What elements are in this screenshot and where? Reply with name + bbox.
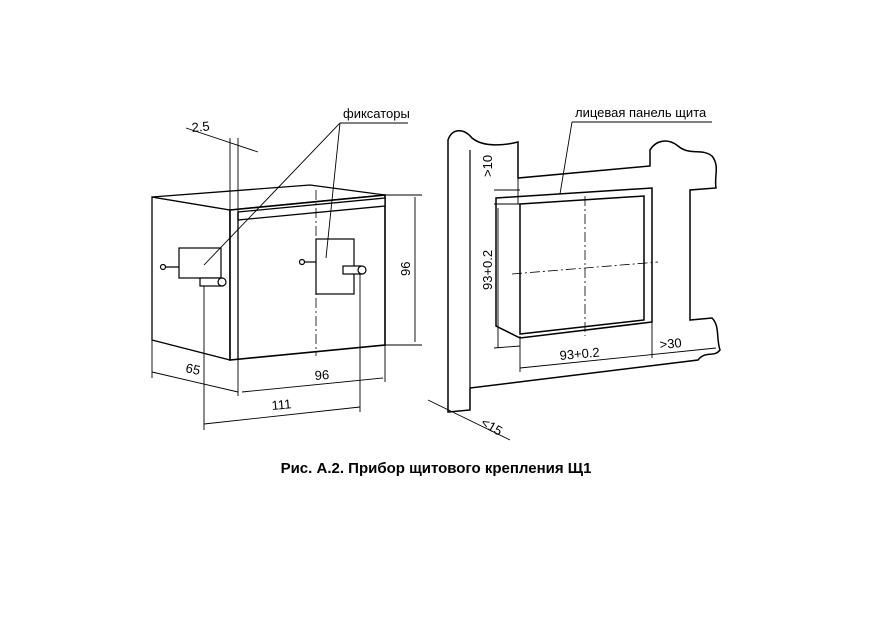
dim-65 xyxy=(151,340,239,396)
figure-caption: Рис. А.2. Прибор щитового крепления Щ1 xyxy=(281,460,592,477)
fixator-leader-left xyxy=(203,122,341,266)
fixators-label: фиксаторы xyxy=(343,106,410,121)
panel-face-label: лицевая панель щита xyxy=(575,105,707,120)
dim-111-text: 111 xyxy=(271,396,292,413)
dim-111-line xyxy=(203,406,361,425)
dim-30-text: >30 xyxy=(659,335,682,352)
front-bezel xyxy=(229,194,386,361)
dim-96-bottom-text: 96 xyxy=(314,367,329,383)
right-fixator-pin-end xyxy=(298,258,306,266)
dim-15-line xyxy=(427,399,511,441)
left-fixator-block xyxy=(178,247,222,279)
dim-111 xyxy=(203,274,361,430)
fixator-leaders xyxy=(203,122,408,266)
right-fixator xyxy=(298,238,367,295)
dim-93-vertical-text: 93+0.2 xyxy=(480,250,495,290)
dim-93-vertical-ext xyxy=(493,345,521,349)
left-fixator-pin-end xyxy=(159,263,167,271)
dim-96-bottom xyxy=(241,345,386,393)
panel-window-inner xyxy=(519,195,645,335)
left-fixator xyxy=(159,247,227,287)
dim-96-side xyxy=(385,194,422,346)
dim-96-side-text: 96 xyxy=(398,262,413,276)
dim-10-text: >10 xyxy=(480,155,495,177)
dim-2-5-text: 2.5 xyxy=(191,118,210,135)
right-fixator-screw-head xyxy=(357,265,367,275)
dim-2-5 xyxy=(185,127,259,212)
device-body xyxy=(151,184,386,361)
panel-leader-line xyxy=(559,121,573,195)
dim-96-bottom-line xyxy=(241,377,384,393)
dim-93-vertical xyxy=(493,208,521,349)
dim-10 xyxy=(494,150,520,205)
dim-15-text: <15 xyxy=(479,415,506,439)
left-fixator-screw-head xyxy=(217,277,227,287)
fixator-leader-right xyxy=(325,122,341,259)
dim-15 xyxy=(427,399,511,441)
panel-leader xyxy=(559,121,712,195)
dim-65-line xyxy=(151,371,239,393)
panel xyxy=(447,130,721,413)
dim-93-horizontal-text: 93+0.2 xyxy=(559,345,600,363)
dim-65-text: 65 xyxy=(184,360,201,378)
panel-centerline-horizontal xyxy=(511,261,659,275)
dim-93-horizontal-line xyxy=(519,347,717,369)
dim-2-5-line xyxy=(185,127,259,153)
dim-93-horizontal xyxy=(519,322,717,372)
panel-centerlines xyxy=(511,196,659,336)
